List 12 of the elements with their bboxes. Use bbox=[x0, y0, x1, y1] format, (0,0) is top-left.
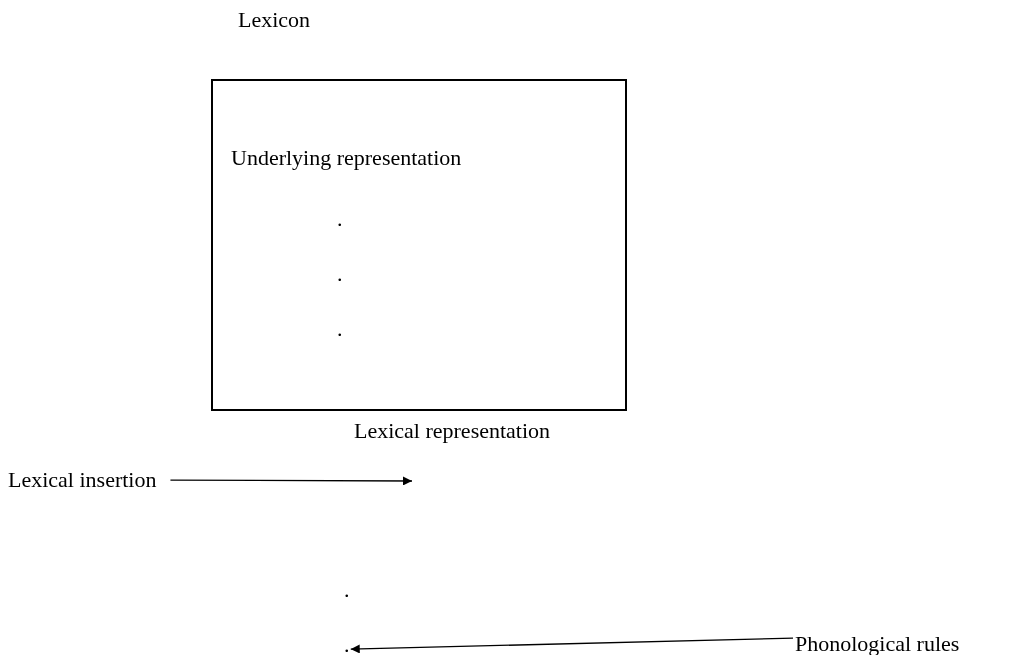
node-text: . bbox=[344, 633, 350, 655]
node-text: . bbox=[337, 262, 343, 287]
box-caption: Lexical representation bbox=[354, 419, 551, 444]
node-text: . bbox=[337, 207, 343, 232]
node-text: Phonological rules bbox=[795, 632, 960, 655]
arrow bbox=[169, 476, 413, 486]
node-text: Lexical insertion bbox=[8, 468, 157, 493]
title: Lexicon bbox=[238, 8, 311, 33]
node-text: . bbox=[344, 578, 350, 603]
node-text: Underlying representation bbox=[231, 146, 462, 171]
node-text: . bbox=[337, 317, 343, 342]
arrow bbox=[350, 637, 794, 654]
